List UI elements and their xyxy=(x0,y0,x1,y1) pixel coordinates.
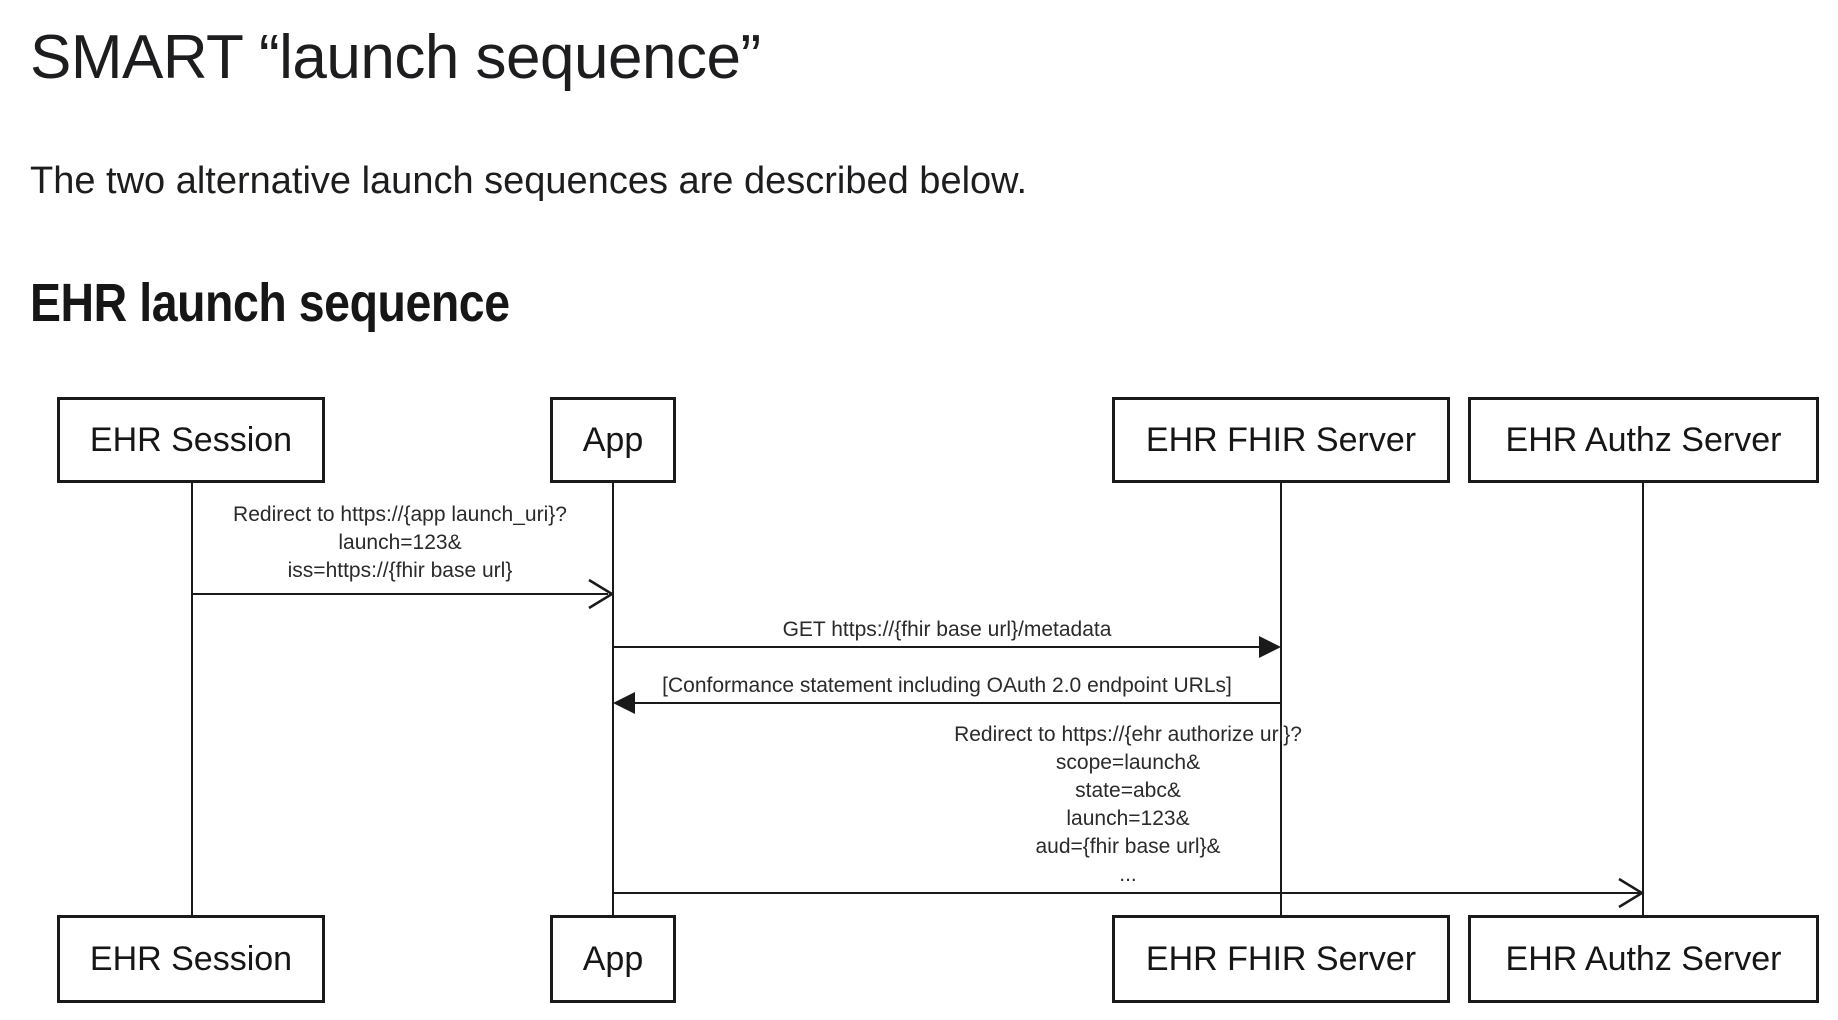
section-heading: EHR launch sequence xyxy=(30,273,510,333)
message-line: state=abc& xyxy=(1075,779,1181,802)
actor-box-ehr-session-top: EHR Session xyxy=(57,397,325,483)
page-title: SMART “launch sequence” xyxy=(30,23,761,92)
actor-label: EHR Authz Server xyxy=(1505,420,1782,459)
lifeline-ehr-fhir-server xyxy=(1280,483,1282,915)
message-line: scope=launch& xyxy=(1055,751,1201,774)
actor-label: EHR FHIR Server xyxy=(1145,420,1417,459)
message-label-redirect-to-app: Redirect to https://{app launch_uri}? la… xyxy=(180,501,620,585)
actor-label: EHR Authz Server xyxy=(1505,939,1782,978)
message-line: launch=123& xyxy=(1066,807,1190,830)
lifeline-ehr-session xyxy=(191,483,193,915)
message-arrow-get-metadata xyxy=(613,646,1261,648)
message-line: [Conformance statement including OAuth 2… xyxy=(662,674,1232,697)
actor-box-ehr-authz-server-top: EHR Authz Server xyxy=(1468,397,1819,483)
solid-arrowhead-left-icon xyxy=(613,692,635,714)
message-arrow-conformance-statement xyxy=(633,702,1281,704)
open-arrowhead-right-icon xyxy=(588,578,615,610)
actor-label: App xyxy=(582,939,644,978)
actor-box-ehr-fhir-server-bottom: EHR FHIR Server xyxy=(1112,915,1450,1003)
actor-box-app-top: App xyxy=(550,397,676,483)
lifeline-ehr-authz-server xyxy=(1642,483,1644,915)
actor-box-ehr-session-bottom: EHR Session xyxy=(57,915,325,1003)
message-label-redirect-to-authorize: Redirect to https://{ehr authorize url}?… xyxy=(878,721,1378,889)
actor-box-ehr-authz-server-bottom: EHR Authz Server xyxy=(1468,915,1819,1003)
actor-label: EHR FHIR Server xyxy=(1145,939,1417,978)
message-line: GET https://{fhir base url}/metadata xyxy=(782,618,1112,641)
message-line: aud={fhir base url}& xyxy=(1035,835,1221,858)
message-arrow-redirect-to-authorize xyxy=(613,892,1640,894)
message-line: iss=https://{fhir base url} xyxy=(287,559,513,582)
message-line: Redirect to https://{ehr authorize url}? xyxy=(954,723,1302,746)
message-line: launch=123& xyxy=(338,531,462,554)
open-arrowhead-right-icon xyxy=(1618,877,1645,909)
actor-label: EHR Session xyxy=(89,420,293,459)
message-arrow-redirect-to-app xyxy=(192,593,608,595)
message-line: ... xyxy=(1119,863,1137,886)
actor-label: App xyxy=(582,420,644,459)
actor-box-app-bottom: App xyxy=(550,915,676,1003)
message-label-get-metadata: GET https://{fhir base url}/metadata xyxy=(697,616,1197,644)
solid-arrowhead-right-icon xyxy=(1259,636,1281,658)
message-label-conformance-statement: [Conformance statement including OAuth 2… xyxy=(627,672,1267,700)
intro-paragraph: The two alternative launch sequences are… xyxy=(30,160,1028,202)
actor-label: EHR Session xyxy=(89,939,293,978)
message-line: Redirect to https://{app launch_uri}? xyxy=(233,503,567,526)
actor-box-ehr-fhir-server-top: EHR FHIR Server xyxy=(1112,397,1450,483)
